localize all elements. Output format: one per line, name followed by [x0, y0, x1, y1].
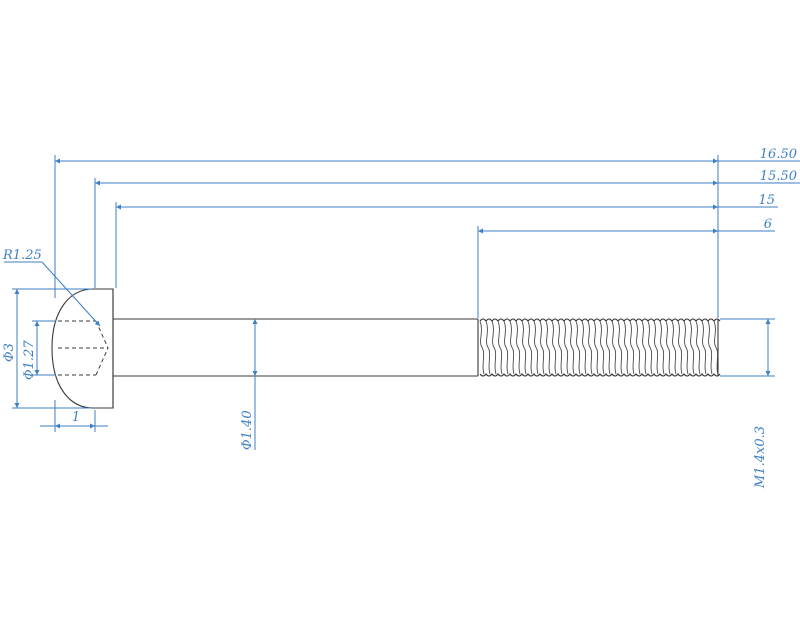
dim-head-radius: R1.25 [2, 248, 101, 327]
shank-diameter-label: Φ1.40 [240, 410, 255, 450]
screw-outline [51, 288, 721, 409]
overall-length-label: 16.50 [760, 147, 797, 162]
dim-socket-diameter: Φ1.27 [22, 321, 40, 380]
dim-shank-diameter: Φ1.40 [240, 319, 258, 450]
socket-cone-bottom [95, 347, 109, 376]
length-to-head-label: 15.50 [760, 169, 797, 184]
thread-pattern [479, 318, 721, 377]
thread-length-label: 6 [764, 217, 772, 232]
shank-length-label: 15 [758, 193, 775, 208]
dim-thread-spec: M1.4x0.3 [753, 319, 771, 489]
dim-thread-length: 6 [478, 217, 775, 234]
socket-cone-top [95, 320, 109, 349]
dim-head-diameter: Φ3 [2, 289, 20, 408]
head-height-label: 1 [72, 410, 80, 425]
dim-overall-length: 16.50 [55, 147, 800, 164]
dim-head-height: 1 [40, 410, 108, 429]
extension-lines [12, 155, 775, 432]
dim-shank-length: 15 [116, 193, 778, 210]
head-diameter-label: Φ3 [2, 343, 17, 362]
dim-length-to-head: 15.50 [95, 169, 800, 186]
head-radius-label: R1.25 [2, 248, 42, 263]
socket-diameter-label: Φ1.27 [22, 340, 37, 380]
thread-spec-label: M1.4x0.3 [753, 426, 768, 489]
screw-head [51, 288, 114, 409]
